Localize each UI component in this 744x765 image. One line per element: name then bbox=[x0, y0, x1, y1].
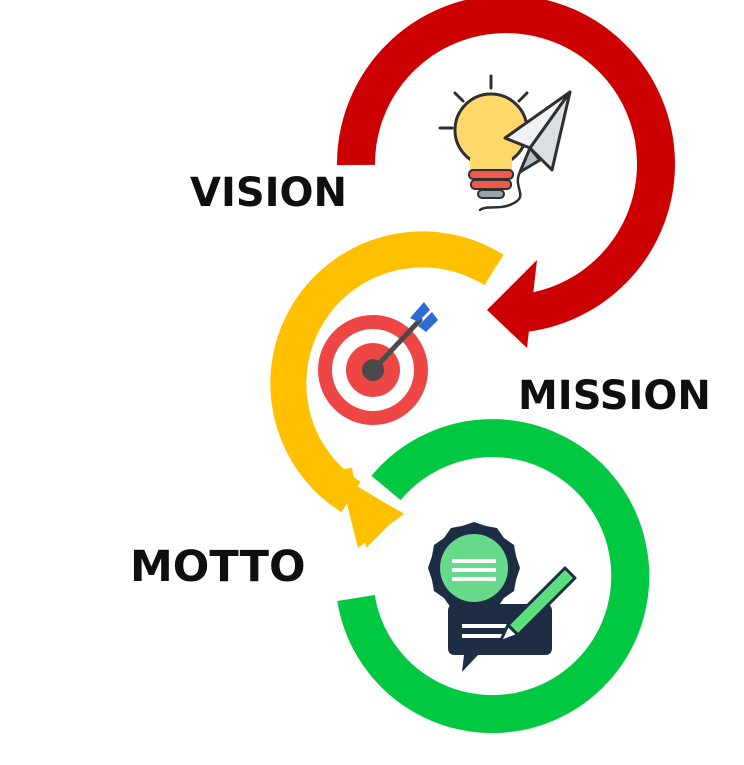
badge-pen-message-icon bbox=[428, 522, 577, 672]
motto-arrow-ring bbox=[337, 419, 650, 734]
vision-label: VISION bbox=[190, 170, 348, 216]
lightbulb-paper-plane-icon bbox=[438, 74, 572, 212]
target-arrow-icon bbox=[318, 302, 438, 425]
motto-label: MOTTO bbox=[130, 542, 306, 592]
mission-label: MISSION bbox=[518, 373, 711, 419]
vision-arrow-ring bbox=[336, 0, 675, 348]
mission-arrow-ring bbox=[270, 231, 504, 548]
